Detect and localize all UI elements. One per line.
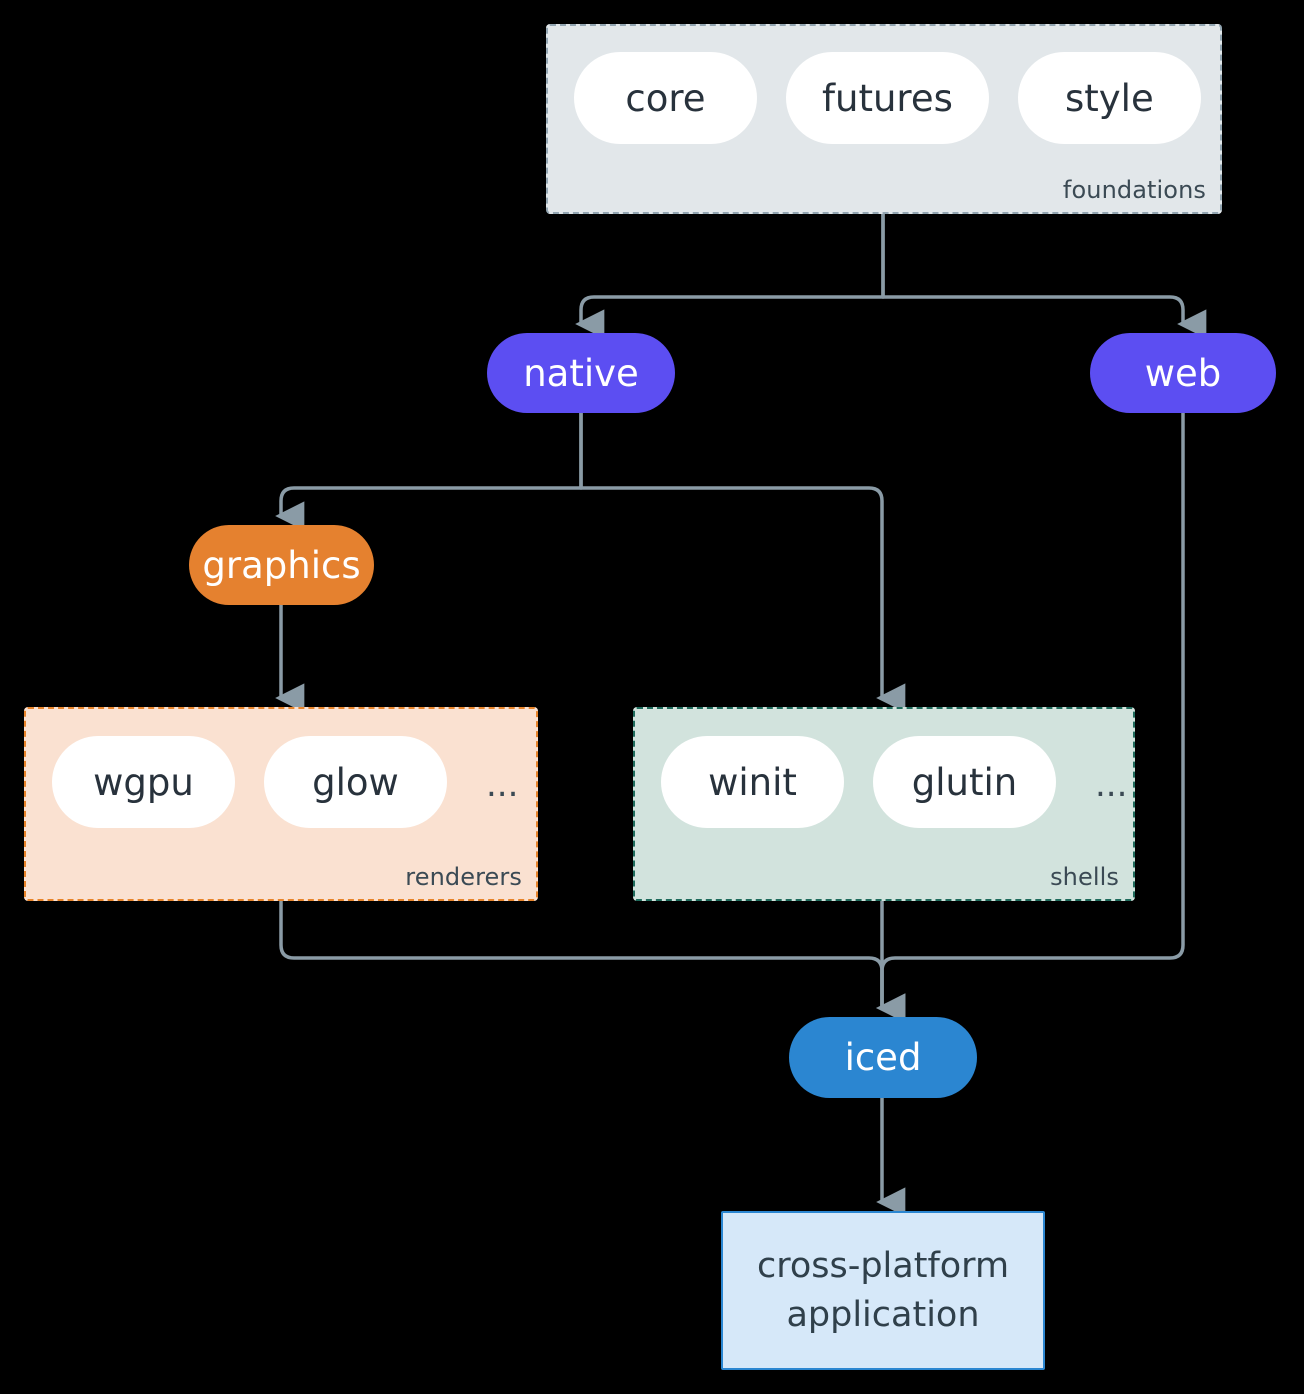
edge-renderers-to-iced <box>279 901 906 1023</box>
node-core[interactable]: core <box>574 52 757 144</box>
node-iced[interactable]: iced <box>789 1017 977 1098</box>
edge-foundations-to-native <box>575 214 885 339</box>
group-renderers-label: renderers <box>405 863 522 891</box>
node-style[interactable]: style <box>1017 52 1201 144</box>
node-glutin[interactable]: glutin <box>873 736 1056 828</box>
node-web[interactable]: web <box>1090 333 1276 413</box>
edge-native-to-shells <box>579 413 906 713</box>
node-cross-platform-application[interactable]: cross-platform application <box>721 1211 1045 1370</box>
edge-foundations-to-web <box>881 214 1207 339</box>
application-line-2: application <box>786 1294 980 1335</box>
node-native[interactable]: native <box>487 333 675 413</box>
group-renderers: wgpu glow ... renderers <box>24 707 538 901</box>
group-foundations-label: foundations <box>1062 176 1206 204</box>
application-line-1: cross-platform <box>756 1246 1010 1287</box>
group-foundations-items: core futures style <box>574 52 1201 144</box>
group-renderers-items: wgpu glow ... <box>52 736 528 828</box>
group-shells-items: winit glutin ... <box>661 736 1137 828</box>
node-wgpu[interactable]: wgpu <box>52 736 235 828</box>
node-futures[interactable]: futures <box>786 52 989 144</box>
node-graphics[interactable]: graphics <box>189 525 374 605</box>
group-foundations: core futures style foundations <box>546 24 1222 214</box>
edge-native-to-graphics <box>275 413 583 531</box>
node-glow[interactable]: glow <box>264 736 447 828</box>
shells-ellipsis: ... <box>1095 765 1128 805</box>
group-shells-label: shells <box>1050 863 1119 891</box>
renderers-ellipsis: ... <box>486 765 519 805</box>
group-shells: winit glutin ... shells <box>633 707 1135 901</box>
node-winit[interactable]: winit <box>661 736 844 828</box>
